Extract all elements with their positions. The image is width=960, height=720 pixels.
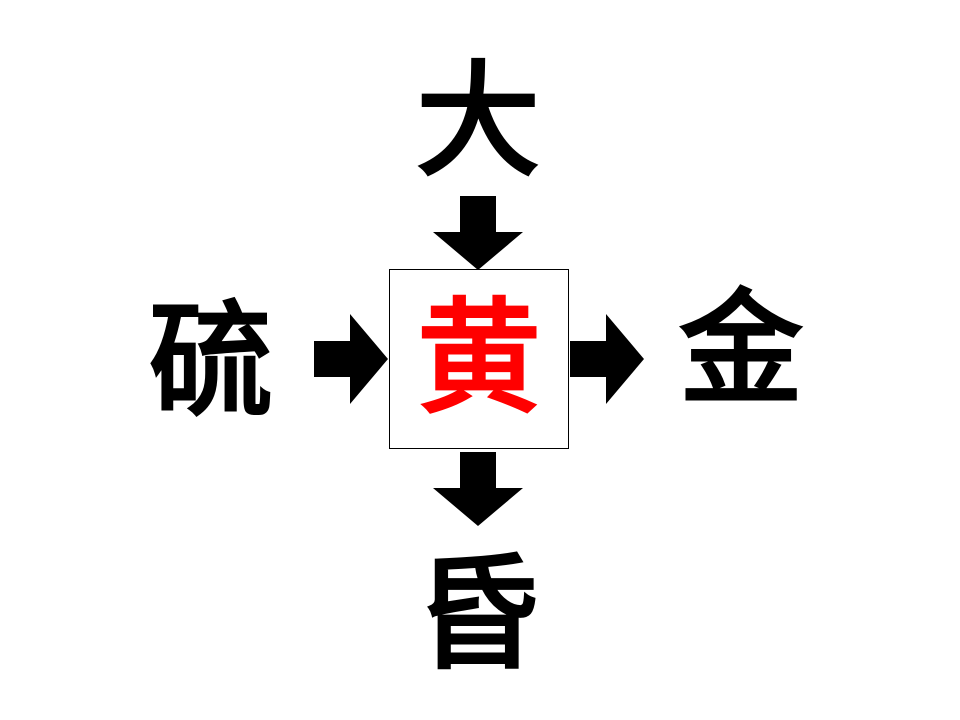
arrow-right-icon <box>570 314 644 404</box>
clue-kanji-bottom: 昏 <box>415 543 540 687</box>
clue-kanji-left: 硫 <box>148 290 273 434</box>
answer-box: 黄 <box>389 269 569 449</box>
clue-kanji-right: 金 <box>678 278 803 422</box>
arrow-down-icon <box>433 196 523 270</box>
arrow-right-icon <box>314 314 388 404</box>
arrow-down-shape <box>433 196 523 270</box>
arrow-down-icon <box>433 452 523 526</box>
clue-kanji-top: 大 <box>415 50 540 194</box>
arrow-right-shape <box>570 314 644 404</box>
answer-kanji: 黄 <box>416 287 541 431</box>
arrow-right-shape <box>314 314 388 404</box>
arrow-down-shape <box>433 452 523 526</box>
